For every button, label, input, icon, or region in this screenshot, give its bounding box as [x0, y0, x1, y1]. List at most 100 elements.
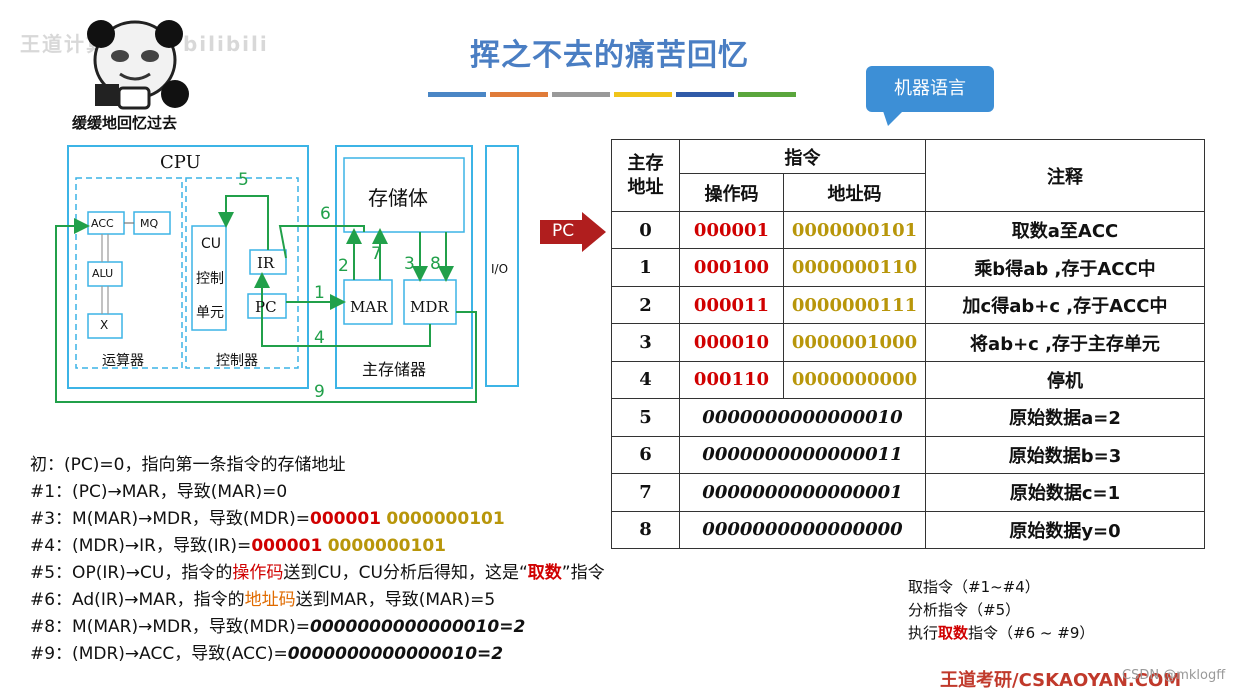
row-opcode: 000001 — [679, 210, 784, 250]
row-address: 5 — [611, 398, 680, 437]
color-bar-5 — [676, 92, 734, 97]
path-label-1: 1 — [314, 283, 325, 303]
row-addrcode: 0000000000 — [783, 360, 926, 400]
row-opcode: 000010 — [679, 323, 784, 362]
row-address: 8 — [611, 510, 680, 549]
step-1: #1：(PC)→MAR，导致(MAR)=0 — [30, 482, 288, 502]
table-row: 7 0000000000000001 原始数据c=1 — [611, 473, 1205, 512]
memory-table: 主存地址 指令 注释 操作码 地址码 0 000001 0000000101 取… — [611, 139, 1205, 549]
path-label-2: 2 — [338, 256, 349, 276]
row-address: 7 — [611, 473, 680, 512]
table-row: 0 000001 0000000101 取数a至ACC — [611, 210, 1205, 250]
brand-logo-text: 王道考研/CSKAOYAN.COM — [940, 670, 1182, 691]
alu-label: ALU — [92, 267, 114, 280]
phase-fetch: 取指令（#1~#4） — [908, 578, 1040, 596]
row-note: 乘b得ab ,存于ACC中 — [925, 248, 1205, 287]
row-address: 6 — [611, 435, 680, 475]
table-row: 3 000010 0000001000 将ab+c ,存于主存单元 — [611, 323, 1205, 362]
csdn-watermark: CSDN @mklogff — [1122, 668, 1226, 683]
row-note: 取数a至ACC — [925, 210, 1205, 250]
row-data: 0000000000000001 — [679, 473, 926, 512]
header-addrcode: 地址码 — [783, 173, 926, 212]
table-row: 1 000100 0000000110 乘b得ab ,存于ACC中 — [611, 248, 1205, 287]
storage-label: 存储体 — [368, 186, 428, 210]
row-opcode: 000100 — [679, 248, 784, 287]
pc-arrow-label: PC — [552, 221, 575, 241]
row-address: 2 — [611, 285, 680, 325]
cu-unit-label: 控制器 — [216, 353, 258, 369]
row-note: 将ab+c ,存于主存单元 — [925, 323, 1205, 362]
computer-architecture-diagram — [55, 145, 519, 403]
panda-meme — [75, 12, 195, 110]
phase-execute: 执行取数指令（#6 ~ #9） — [908, 624, 1095, 642]
row-data: 0000000000000011 — [679, 435, 926, 475]
header-address: 主存地址 — [611, 139, 680, 212]
row-address: 0 — [611, 210, 680, 250]
row-opcode: 000110 — [679, 360, 784, 400]
table-row: 8 0000000000000000 原始数据y=0 — [611, 510, 1205, 549]
step-8: #8：M(MAR)→MDR，导致(MDR)=0000000000000010=2 — [30, 617, 526, 637]
header-note: 注释 — [925, 139, 1205, 212]
row-addrcode: 0000001000 — [783, 323, 926, 362]
row-note: 原始数据c=1 — [925, 473, 1205, 512]
acc-label: ACC — [91, 217, 114, 230]
phase-decode: 分析指令（#5） — [908, 601, 1021, 619]
memory-unit-label: 主存储器 — [362, 360, 427, 379]
row-note: 原始数据y=0 — [925, 510, 1205, 549]
row-note: 停机 — [925, 360, 1205, 400]
mdr-label: MDR — [410, 298, 449, 316]
table-row: 6 0000000000000011 原始数据b=3 — [611, 435, 1205, 475]
panda-meme-image — [87, 20, 189, 110]
table-row: 2 000011 0000000111 加c得ab+c ,存于ACC中 — [611, 285, 1205, 325]
color-bar-3 — [552, 92, 610, 97]
row-address: 3 — [611, 323, 680, 362]
color-bar-6 — [738, 92, 796, 97]
step-3: #3：M(MAR)→MDR，导致(MDR)=000001 0000000101 — [30, 509, 505, 529]
path-label-6: 6 — [320, 204, 331, 224]
row-note: 原始数据b=3 — [925, 435, 1205, 475]
mar-label: MAR — [350, 298, 388, 316]
cu-line-1: CU — [201, 236, 222, 252]
path-label-4: 4 — [314, 328, 325, 348]
bubble-tail — [882, 108, 906, 126]
meme-caption: 缓缓地回忆过去 — [72, 114, 178, 132]
row-addrcode: 0000000110 — [783, 248, 926, 287]
cu-line-2: 控制 — [196, 271, 224, 287]
path-label-5: 5 — [238, 170, 249, 190]
path-label-3: 3 — [404, 254, 415, 274]
row-data: 0000000000000000 — [679, 510, 926, 549]
row-address: 4 — [611, 360, 680, 400]
io-label: I/O — [491, 262, 509, 276]
cu-line-3: 单元 — [196, 305, 224, 321]
row-note: 原始数据a=2 — [925, 398, 1205, 437]
page-title: 挥之不去的痛苦回忆 — [470, 38, 749, 73]
path-label-8: 8 — [430, 254, 441, 274]
row-addrcode: 0000000101 — [783, 210, 926, 250]
color-bar-1 — [428, 92, 486, 97]
ir-label: IR — [257, 254, 275, 272]
pc-arrow-icon — [540, 212, 606, 252]
row-data: 0000000000000010 — [679, 398, 926, 437]
table-row: 4 000110 0000000000 停机 — [611, 360, 1205, 400]
machine-language-bubble: 机器语言 — [866, 66, 994, 112]
path-label-7: 7 — [371, 244, 382, 264]
color-bar-4 — [614, 92, 672, 97]
execution-steps: 初：(PC)=0，指向第一条指令的存储地址 #1：(PC)→MAR，导致(MAR… — [30, 452, 605, 668]
instruction-phases: 取指令（#1~#4） 分析指令（#5） 执行取数指令（#6 ~ #9） — [908, 576, 1094, 645]
step-init: 初：(PC)=0，指向第一条指令的存储地址 — [30, 455, 346, 475]
step-6: #6：Ad(IR)→MAR，指令的地址码送到MAR，导致(MAR)=5 — [30, 590, 496, 610]
header-instruction: 指令 — [679, 139, 926, 174]
table-row: 5 0000000000000010 原始数据a=2 — [611, 398, 1205, 437]
alu-unit-label: 运算器 — [102, 353, 144, 369]
x-label: X — [100, 318, 109, 332]
step-4: #4：(MDR)→IR，导致(IR)=000001 0000000101 — [30, 536, 446, 556]
row-addrcode: 0000000111 — [783, 285, 926, 325]
pc-label: PC — [255, 298, 277, 316]
header-opcode: 操作码 — [679, 173, 784, 212]
row-opcode: 000011 — [679, 285, 784, 325]
path-label-9: 9 — [314, 382, 325, 402]
mq-label: MQ — [140, 217, 159, 230]
step-9: #9：(MDR)→ACC，导致(ACC)=0000000000000010=2 — [30, 644, 504, 664]
row-note: 加c得ab+c ,存于ACC中 — [925, 285, 1205, 325]
color-bar-2 — [490, 92, 548, 97]
